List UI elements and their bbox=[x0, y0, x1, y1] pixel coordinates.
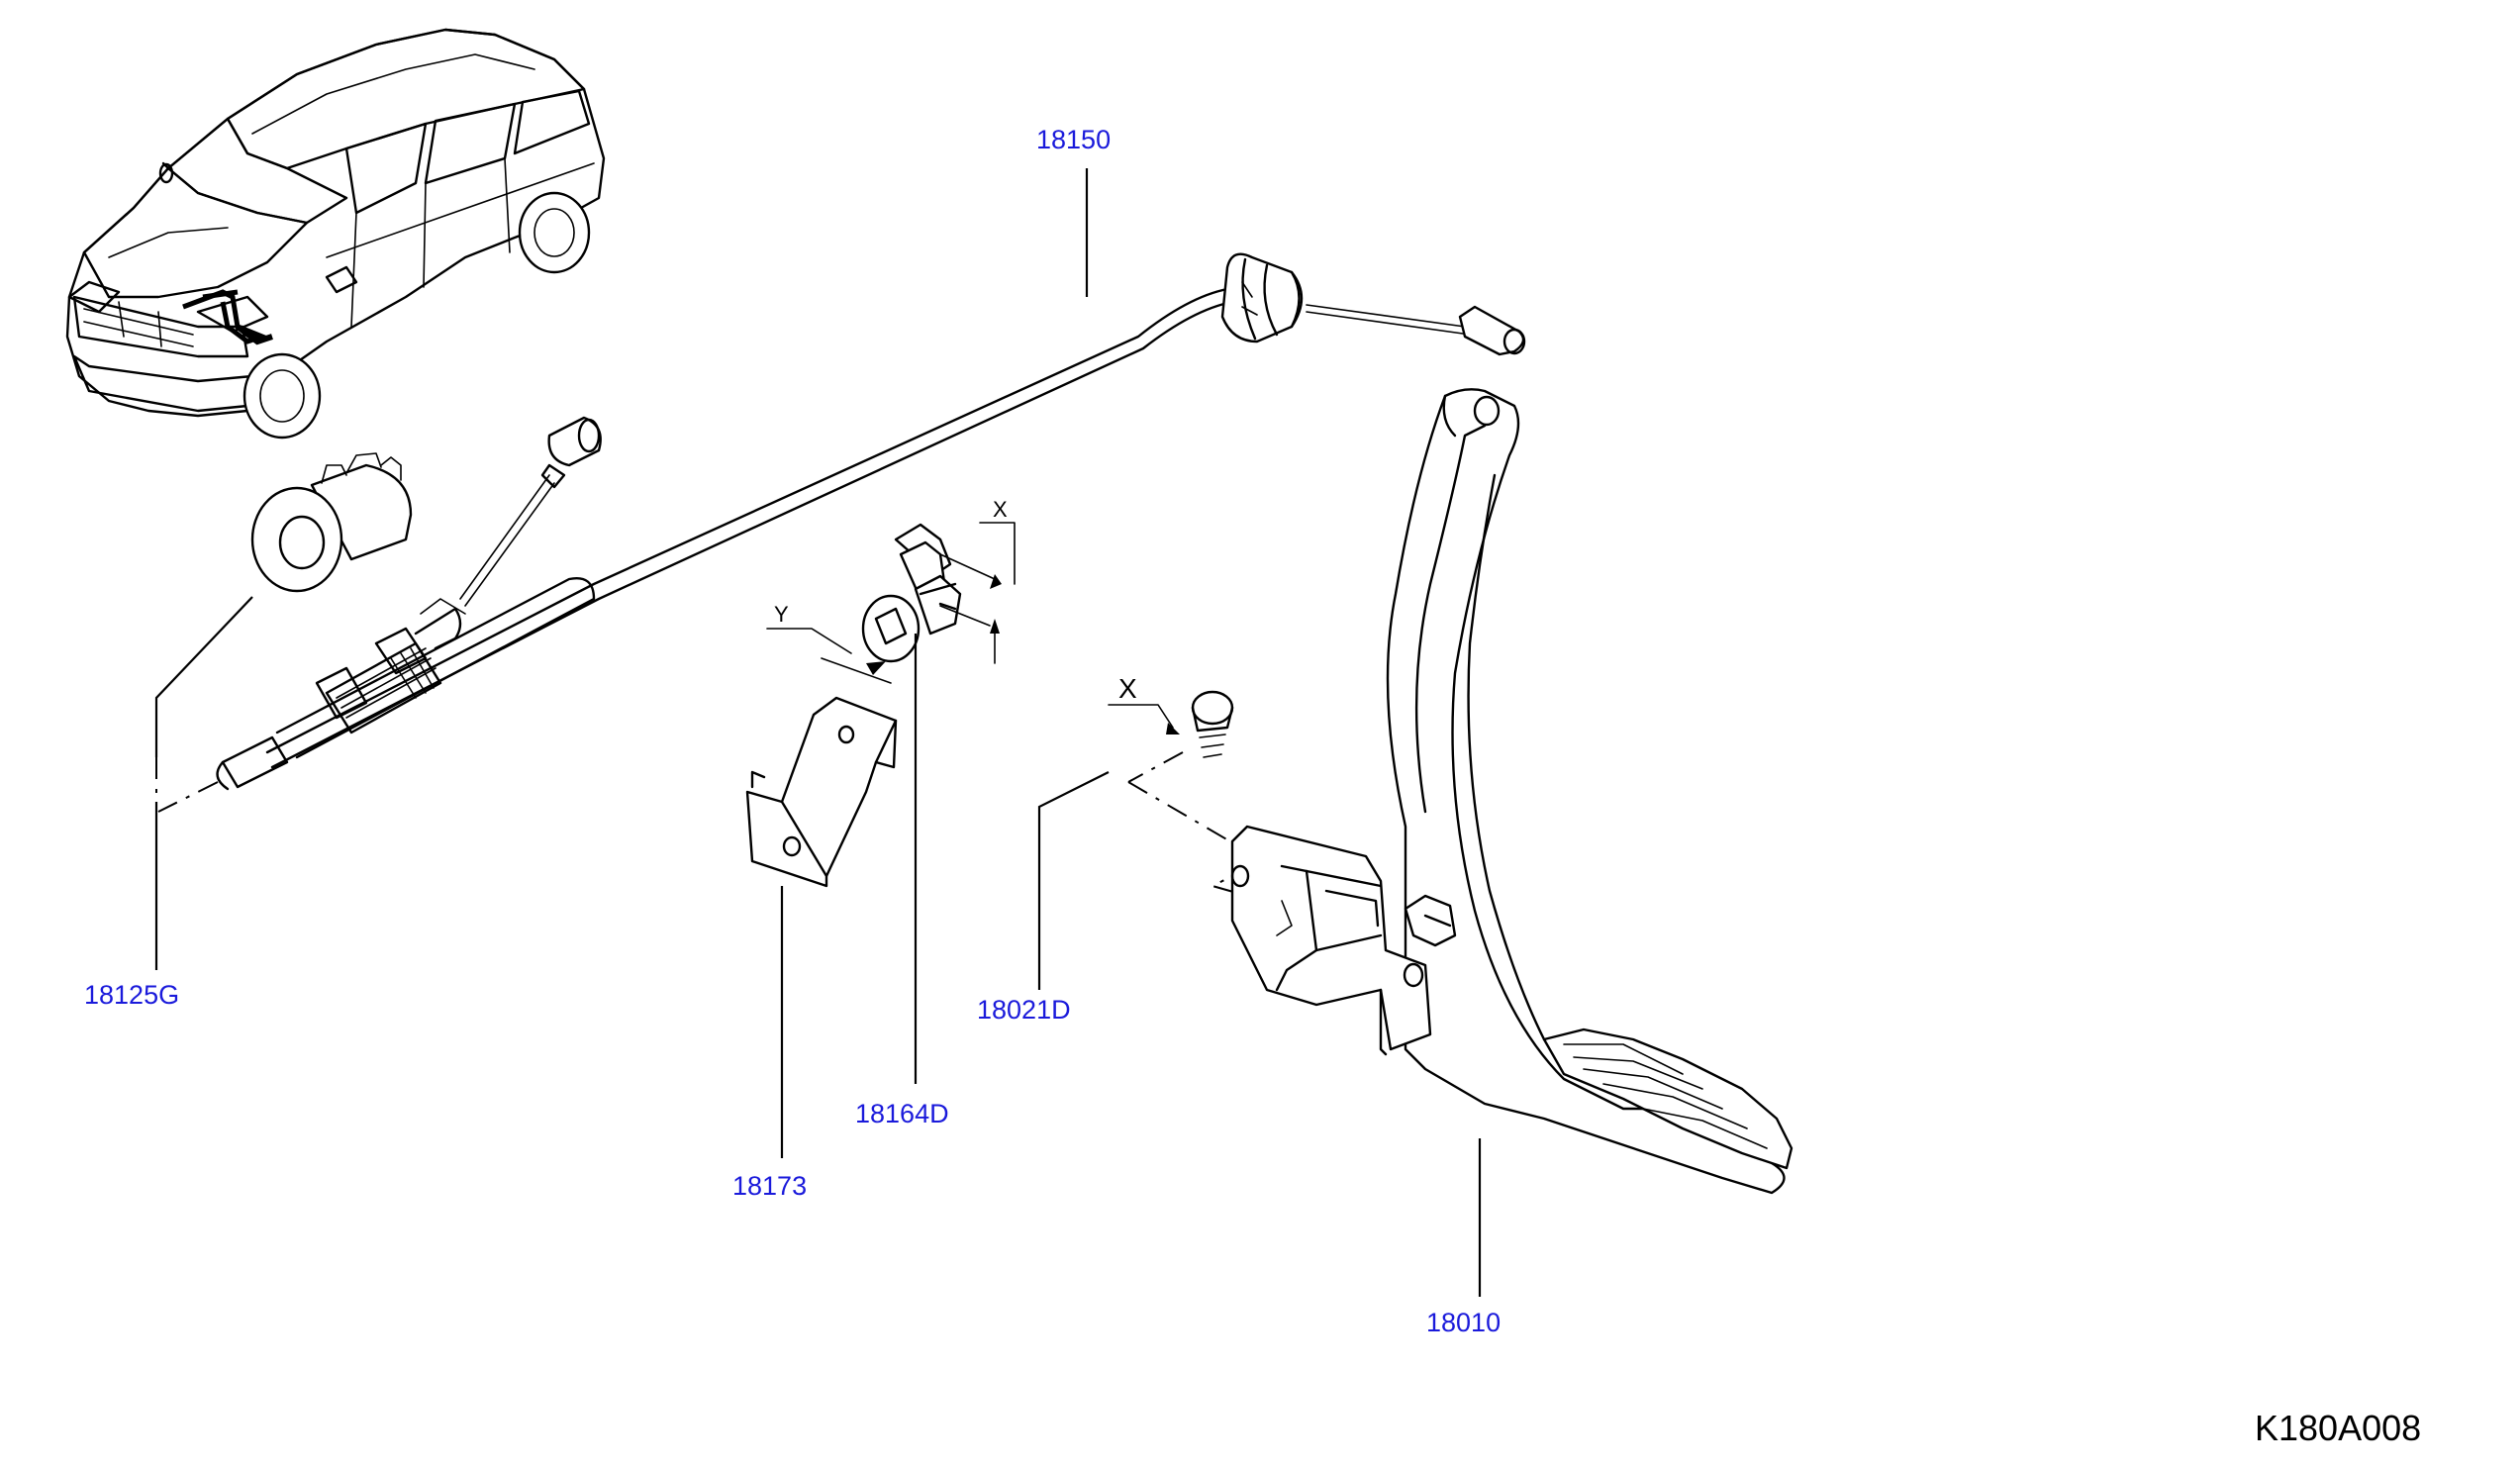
part-number-18164D: 18164D bbox=[855, 1099, 949, 1128]
view-direction-arrows: X Y bbox=[766, 497, 1016, 684]
part-number-18173: 18173 bbox=[732, 1171, 807, 1201]
drawing-code: K180A008 bbox=[2255, 1408, 2421, 1448]
part-number-18010: 18010 bbox=[1426, 1308, 1501, 1337]
view-marker-y: Y bbox=[774, 602, 789, 627]
leader-lines bbox=[154, 168, 1482, 1297]
bolt-drawing: X bbox=[1108, 673, 1253, 897]
part-number-18021D: 18021D bbox=[977, 995, 1071, 1025]
grommet-drawing bbox=[250, 452, 413, 593]
part-number-labels: 18150 18125G 18164D 18173 18021D 18010 bbox=[84, 125, 1501, 1337]
part-number-18150: 18150 bbox=[1036, 125, 1111, 154]
view-marker-x-lower: X bbox=[1118, 673, 1137, 704]
accelerator-pedal-drawing bbox=[1230, 388, 1793, 1195]
clip-drawing bbox=[861, 523, 962, 663]
part-number-18125G: 18125G bbox=[84, 980, 179, 1010]
view-marker-x-upper: X bbox=[993, 497, 1008, 522]
vehicle-locator-illustration bbox=[65, 28, 606, 440]
bracket-drawing bbox=[745, 696, 898, 888]
accelerator-cable-drawing bbox=[157, 252, 1526, 813]
